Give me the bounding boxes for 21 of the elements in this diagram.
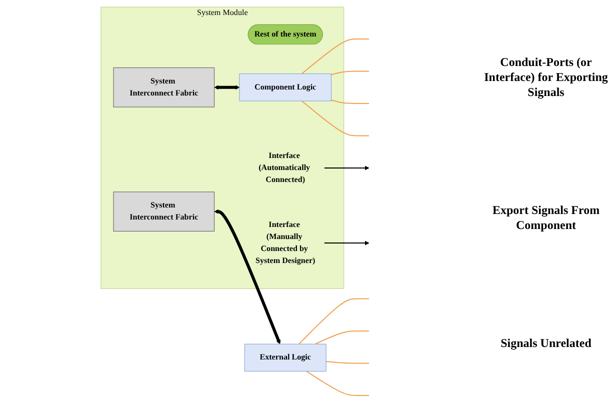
note-text: Conduit-Ports (or Interface) for Exporting Signals bbox=[483, 55, 609, 100]
note-text: Export Signals From Component bbox=[491, 202, 601, 233]
connector bbox=[301, 100, 370, 136]
arrow bbox=[324, 240, 370, 246]
connector bbox=[326, 361, 370, 364]
node-box: System Interconnect Fabric bbox=[113, 67, 215, 108]
node-text: Interface (Automatically Connected) bbox=[258, 151, 310, 184]
arrow bbox=[324, 166, 370, 170]
connector bbox=[331, 100, 370, 104]
connector bbox=[301, 38, 370, 74]
connector bbox=[306, 370, 370, 396]
connector bbox=[298, 298, 370, 344]
node-box: Component Logic bbox=[239, 74, 332, 102]
node-box: System Interconnect Fabric bbox=[113, 192, 215, 232]
node-text: Interface (Manually Connected by System Designer) bbox=[255, 220, 316, 266]
arrow bbox=[214, 85, 240, 90]
arrow bbox=[214, 209, 281, 344]
connector bbox=[331, 70, 370, 76]
note-text: Signals Unrelated bbox=[500, 336, 592, 351]
connector bbox=[314, 330, 370, 345]
node-box: External Logic bbox=[244, 344, 326, 372]
